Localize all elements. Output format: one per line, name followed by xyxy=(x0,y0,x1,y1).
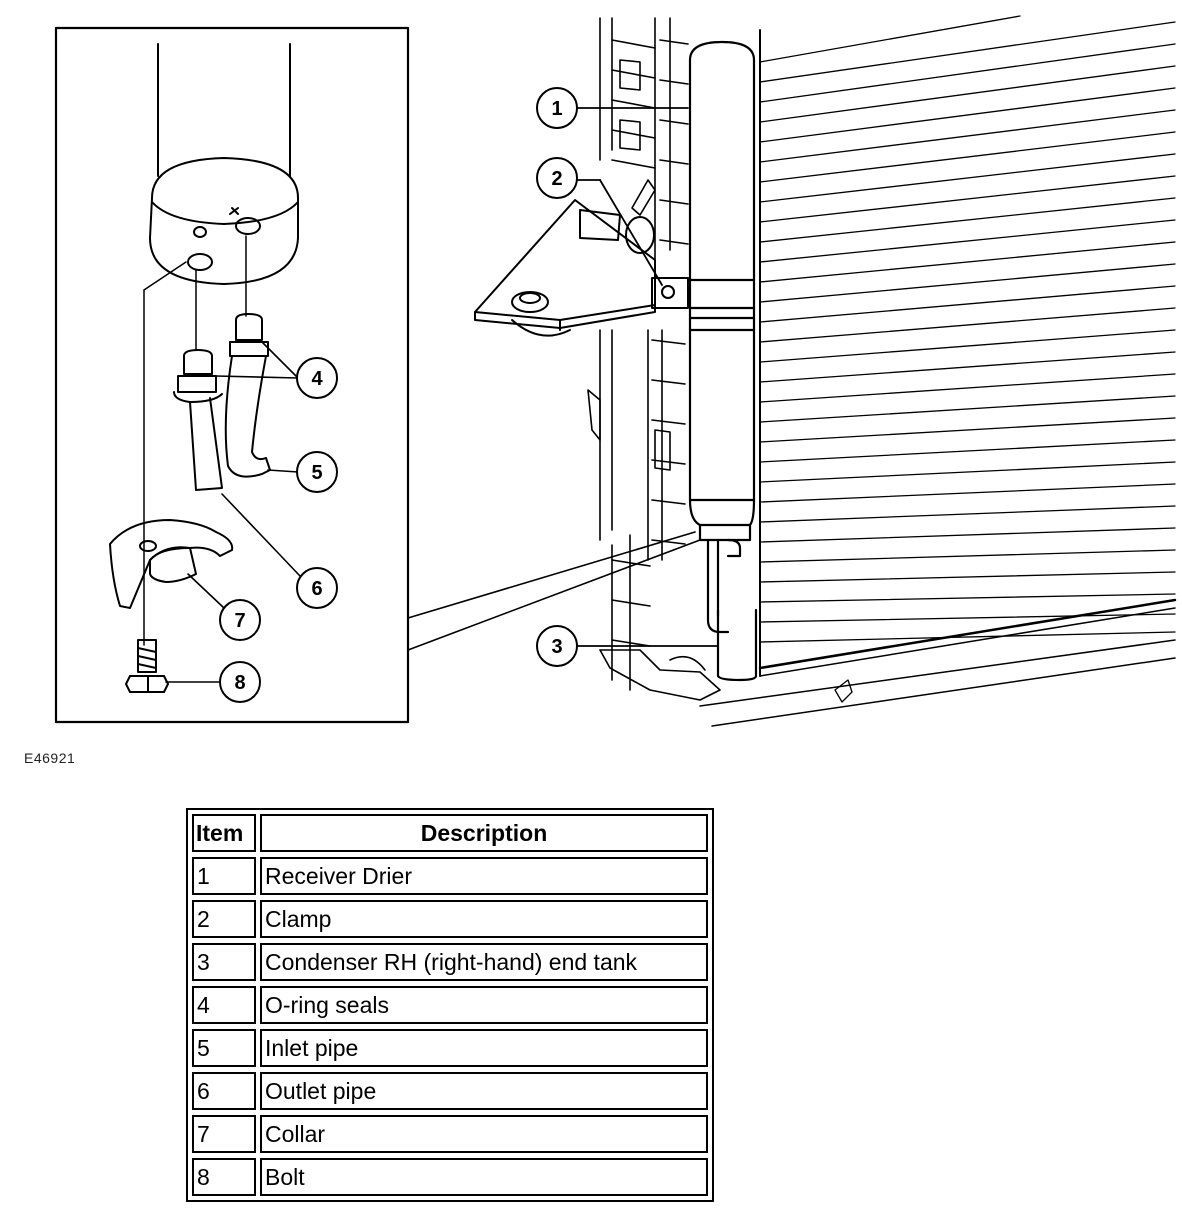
callout-2: 2 xyxy=(536,157,578,199)
collar xyxy=(109,519,234,609)
condenser-fins xyxy=(699,15,1177,727)
inlet-pipe xyxy=(224,313,271,478)
table-row: 7 Collar xyxy=(192,1115,708,1153)
inset-frame xyxy=(54,26,410,724)
header-item: Item xyxy=(192,814,256,852)
svg-text:1: 1 xyxy=(551,98,562,120)
cell-description: Receiver Drier xyxy=(260,857,708,895)
cell-item: 1 xyxy=(192,857,256,895)
inset-dash-lines xyxy=(143,235,247,646)
cell-item: 8 xyxy=(192,1158,256,1196)
cell-description: Inlet pipe xyxy=(260,1029,708,1067)
header-description: Description xyxy=(260,814,708,852)
callout-8: 8 xyxy=(219,661,261,703)
callout-3: 3 xyxy=(536,625,578,667)
cell-item: 6 xyxy=(192,1072,256,1110)
callout-6: 6 xyxy=(296,567,338,609)
svg-text:6: 6 xyxy=(311,578,322,600)
table-row: 5 Inlet pipe xyxy=(192,1029,708,1067)
table-row: 6 Outlet pipe xyxy=(192,1072,708,1110)
condenser-end-tank xyxy=(587,17,721,701)
callout-leaders-main xyxy=(577,107,719,647)
cell-item: 2 xyxy=(192,900,256,938)
cell-item: 4 xyxy=(192,986,256,1024)
callout-5: 5 xyxy=(296,451,338,493)
receiver-drier-diagram: 1 2 3 4 5 6 7 8 xyxy=(54,15,1177,727)
callout-4: 4 xyxy=(296,357,338,399)
cell-description: O-ring seals xyxy=(260,986,708,1024)
parts-table-grid: Item Description 1 Receiver Drier 2 Clam… xyxy=(188,809,712,1201)
table-row: 2 Clamp xyxy=(192,900,708,938)
table-row: 4 O-ring seals xyxy=(192,986,708,1024)
cell-item: 5 xyxy=(192,1029,256,1067)
cell-item: 7 xyxy=(192,1115,256,1153)
inset-drier-base xyxy=(149,43,299,285)
callouts: 1 2 3 4 5 6 7 8 xyxy=(219,87,578,703)
cell-description: Collar xyxy=(260,1115,708,1153)
cell-item: 3 xyxy=(192,943,256,981)
callout-1: 1 xyxy=(536,87,578,129)
table-row: 1 Receiver Drier xyxy=(192,857,708,895)
cell-description: Bolt xyxy=(260,1158,708,1196)
parts-table: Item Description 1 Receiver Drier 2 Clam… xyxy=(186,808,714,1202)
svg-text:8: 8 xyxy=(234,672,245,694)
cell-description: Clamp xyxy=(260,900,708,938)
table-header-row: Item Description xyxy=(192,814,708,852)
bolt xyxy=(125,639,169,693)
svg-text:2: 2 xyxy=(551,168,562,190)
table-row: 3 Condenser RH (right-hand) end tank xyxy=(192,943,708,981)
table-row: 8 Bolt xyxy=(192,1158,708,1196)
svg-text:5: 5 xyxy=(311,462,322,484)
callout-7: 7 xyxy=(219,599,261,641)
figure-id-label: E46921 xyxy=(24,750,76,766)
svg-text:4: 4 xyxy=(311,368,323,390)
svg-text:3: 3 xyxy=(551,636,562,658)
callout-leaders-inset xyxy=(165,341,301,683)
cell-description: Outlet pipe xyxy=(260,1072,708,1110)
cell-description: Condenser RH (right-hand) end tank xyxy=(260,943,708,981)
inset-connector xyxy=(407,531,701,651)
outlet-pipe xyxy=(173,349,223,491)
clamp xyxy=(474,199,689,337)
receiver-drier xyxy=(688,40,758,682)
svg-text:7: 7 xyxy=(234,610,245,632)
